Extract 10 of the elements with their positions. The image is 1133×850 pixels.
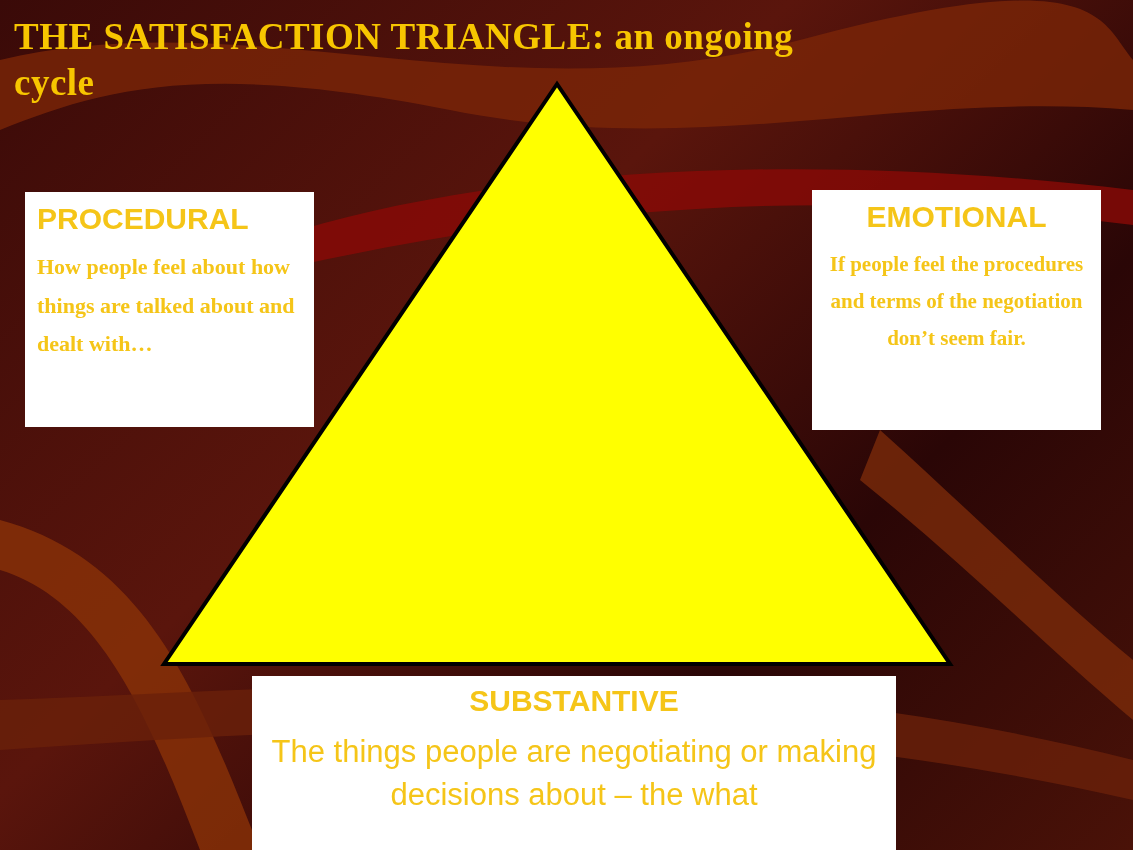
card-text: If people feel the procedures and terms of the negotiation don’t seem fair.	[828, 251, 1085, 352]
card-heading: SUBSTANTIVE	[468, 684, 680, 718]
text-card	[25, 192, 314, 427]
card-text: The things people are negotiating or making decisions about – the what	[270, 733, 878, 815]
text-card	[252, 676, 896, 850]
slide-title: THE SATISFACTION TRIANGLE: an ongoing cycle	[14, 15, 795, 105]
card-text: How people feel about how things are talked about and dealt with…	[37, 253, 296, 358]
card-heading: PROCEDURAL	[37, 202, 250, 236]
card-heading: EMOTIONAL	[865, 200, 1048, 234]
text-card	[812, 190, 1101, 430]
